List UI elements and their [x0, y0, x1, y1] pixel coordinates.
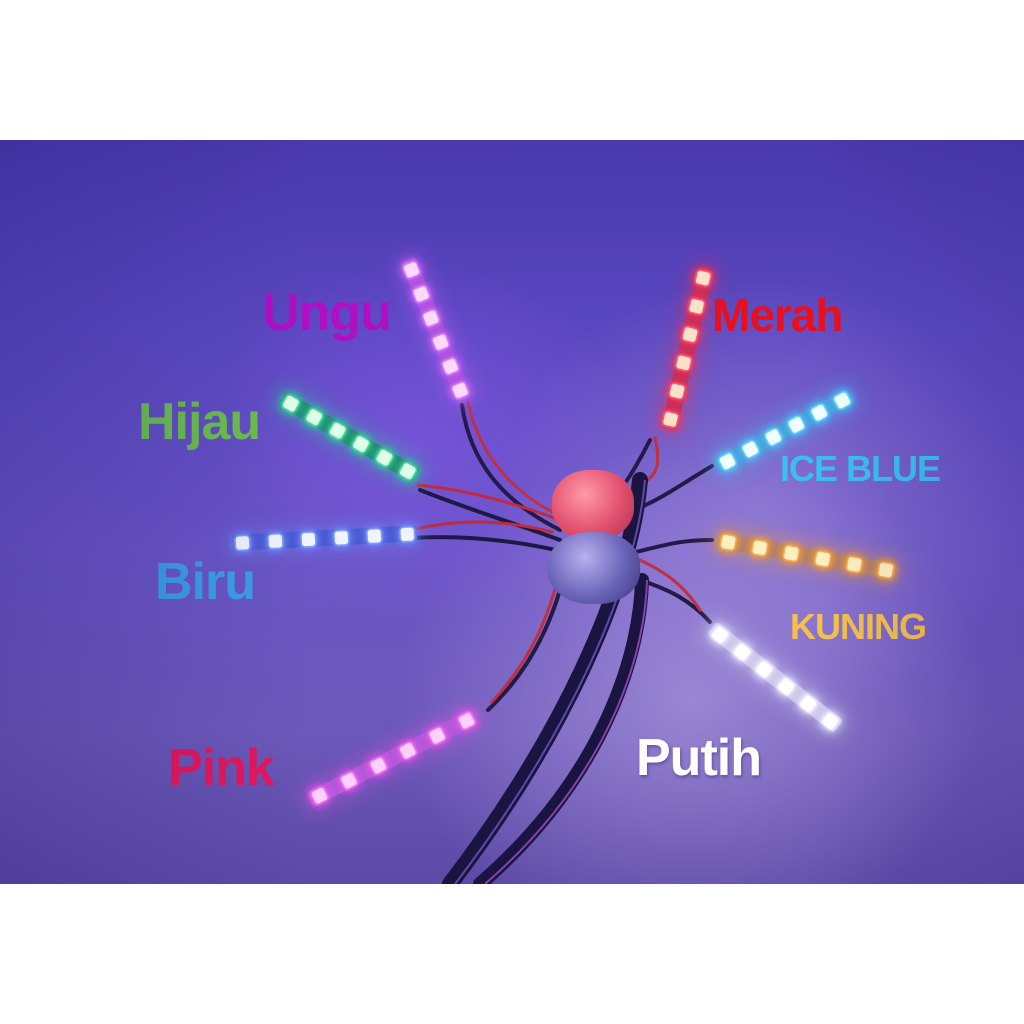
led-chip: [403, 261, 421, 279]
led-chip: [399, 461, 417, 480]
label-kuning: KUNING: [790, 606, 927, 647]
led-chip: [689, 298, 705, 315]
led-chip: [442, 357, 460, 375]
led-chip: [452, 381, 470, 399]
label-ungu: Ungu: [262, 284, 392, 342]
led-chip: [413, 285, 431, 303]
led-chip: [720, 534, 736, 550]
led-chip: [352, 434, 371, 453]
led-chip: [282, 394, 300, 413]
led-chip: [878, 562, 894, 578]
led-chip: [400, 526, 415, 541]
led-chip: [669, 383, 686, 400]
label-ice-blue: ICE BLUE: [780, 448, 941, 489]
led-chip: [682, 326, 699, 343]
led-chip: [752, 539, 768, 555]
led-chip: [268, 533, 283, 548]
led-chip: [305, 407, 324, 426]
connector-blue: [548, 532, 640, 604]
label-hijau: Hijau: [138, 393, 261, 451]
led-chip: [432, 333, 450, 351]
wires-layer: [408, 400, 714, 884]
led-chip: [676, 355, 692, 371]
led-chip: [783, 545, 799, 561]
led-chip: [301, 532, 316, 546]
connector-red: [552, 470, 634, 540]
led-chip: [815, 550, 831, 567]
label-putih: Putih: [636, 729, 762, 787]
led-chip: [375, 448, 394, 467]
led-chip: [663, 411, 679, 428]
led-chip: [235, 535, 250, 550]
led-chip: [367, 528, 382, 543]
led-chip: [422, 309, 440, 327]
led-chip: [328, 421, 347, 440]
label-merah: Merah: [712, 289, 843, 341]
led-chip: [334, 530, 349, 545]
label-biru: Biru: [155, 553, 256, 611]
label-pink: Pink: [168, 739, 275, 797]
led-chip: [695, 270, 712, 287]
led-chip: [846, 556, 862, 572]
